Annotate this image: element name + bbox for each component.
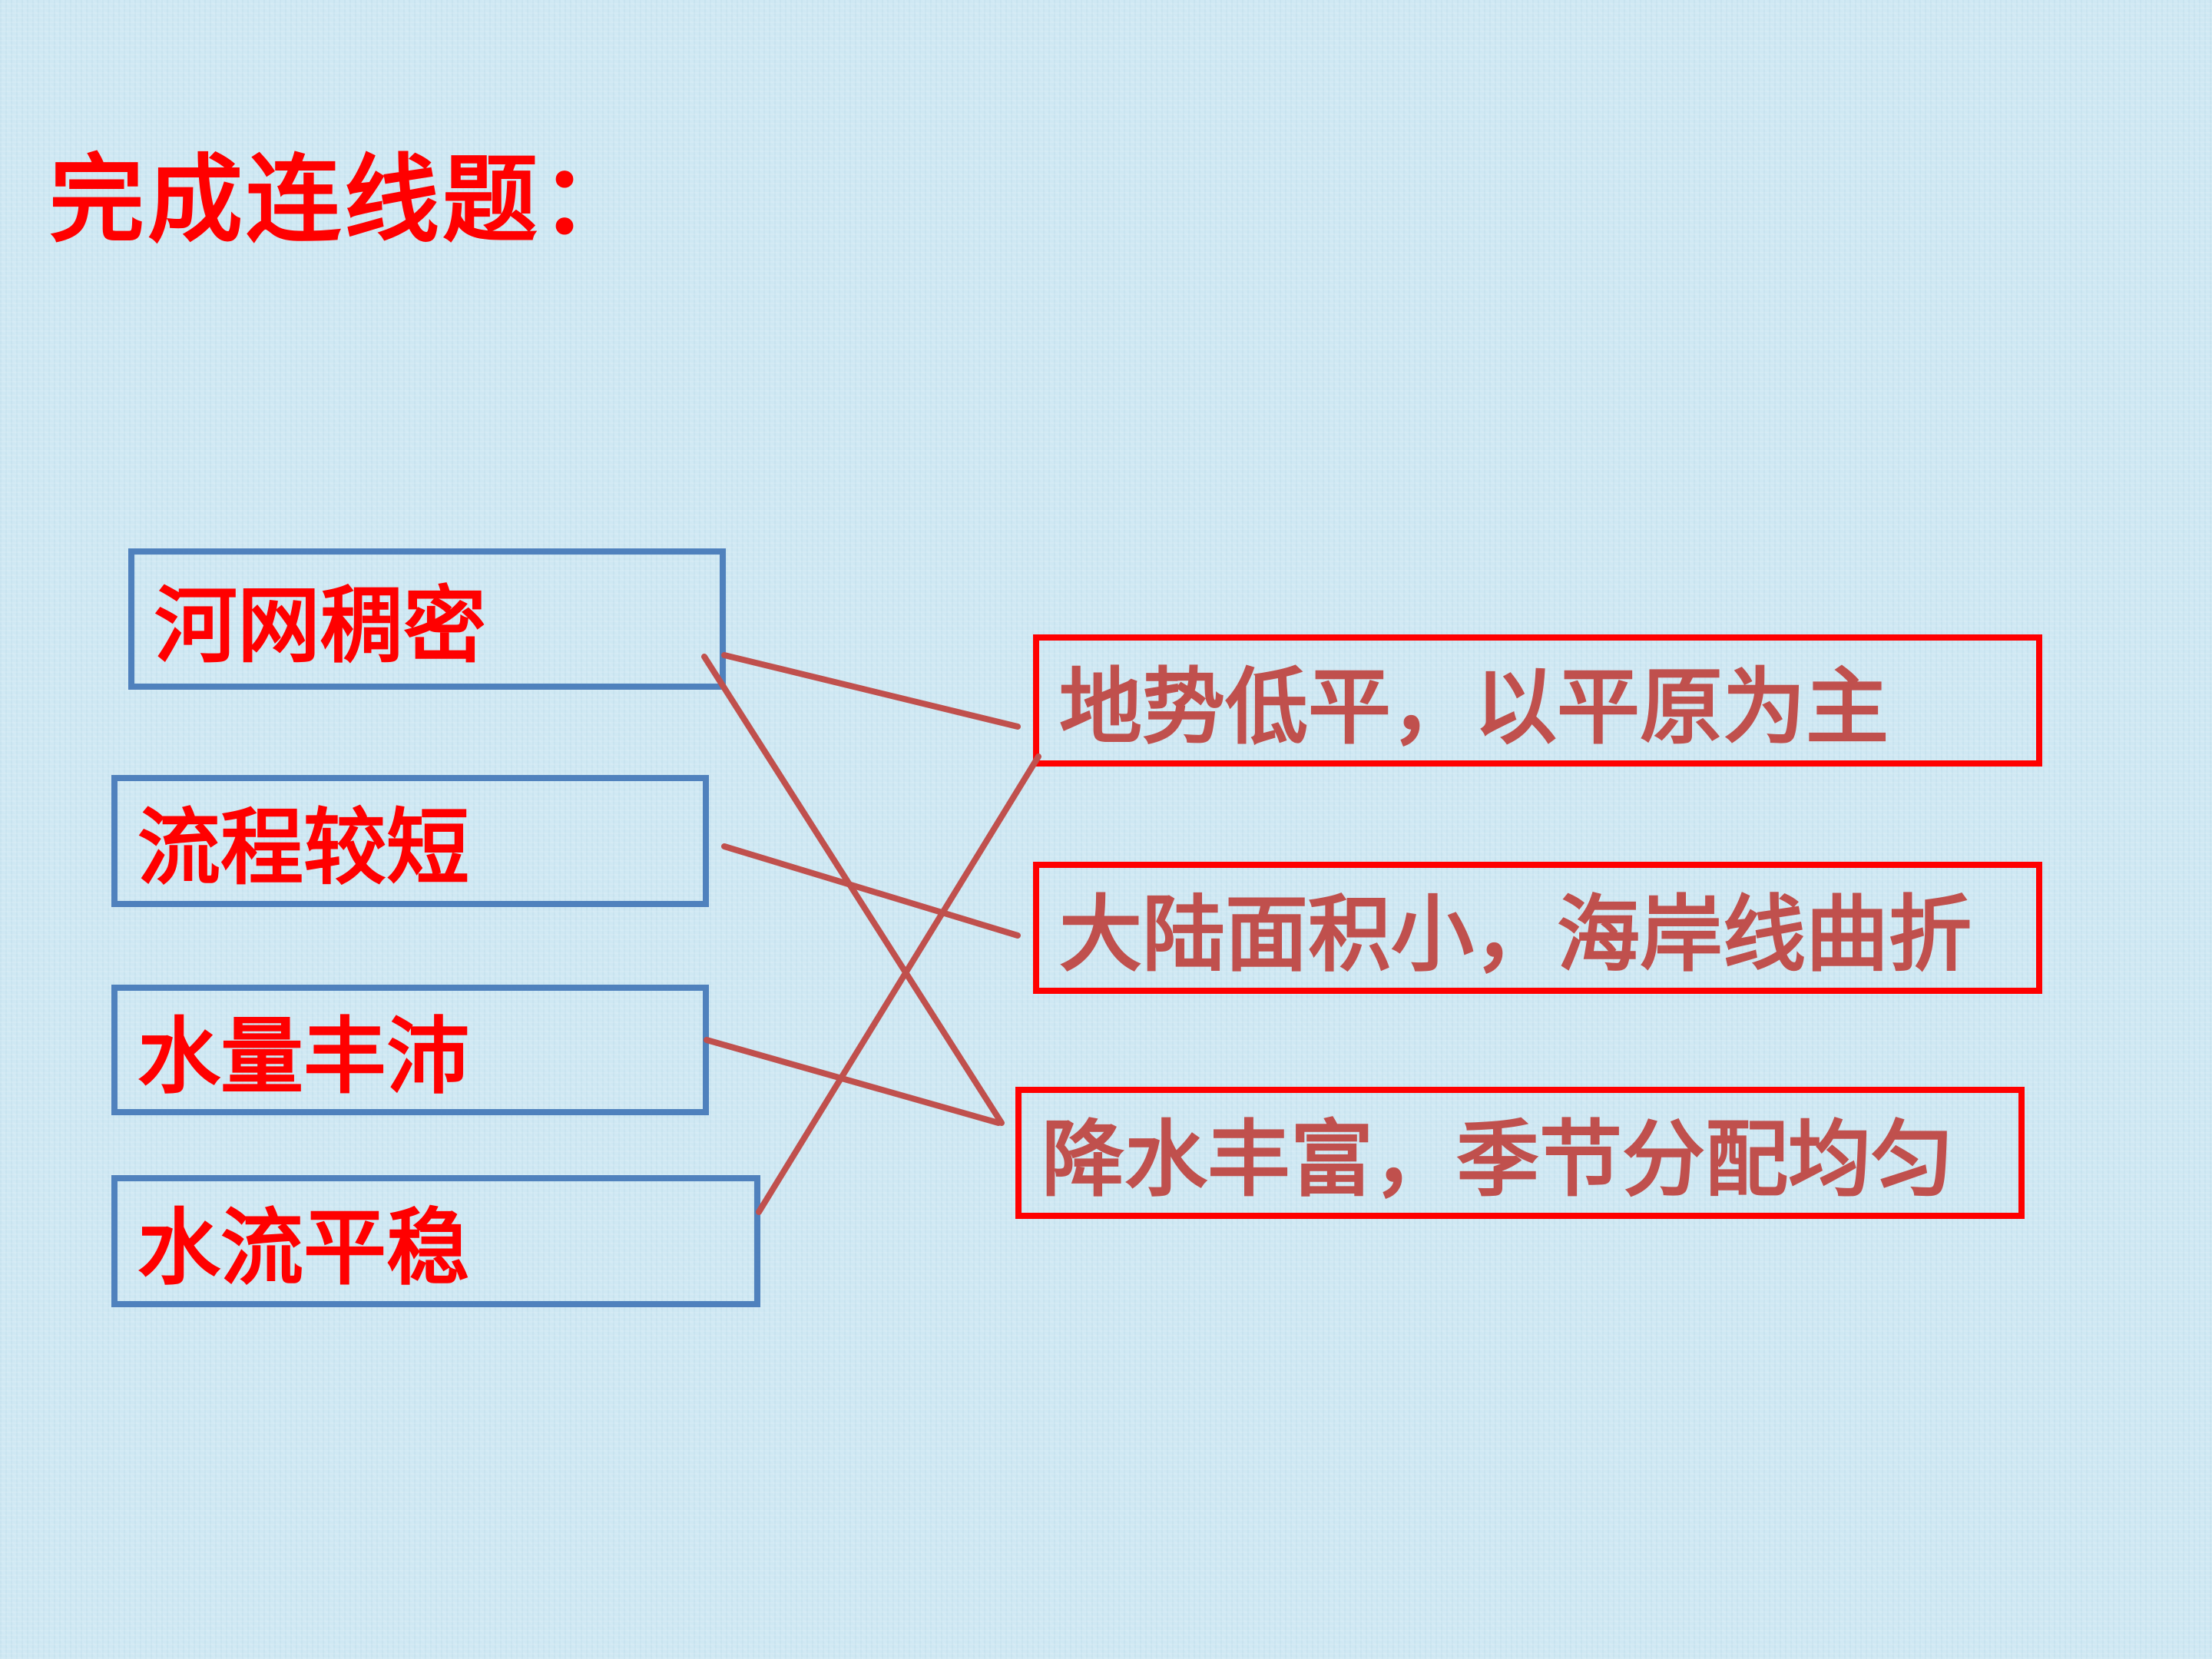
left-item-label: 水流平稳 <box>137 1200 470 1296</box>
right-item-1[interactable]: 地势低平，以平原为主 <box>1033 634 2042 767</box>
right-item-label: 地势低平，以平原为主 <box>1059 660 1889 756</box>
left-item-label: 水量丰沛 <box>137 1009 470 1105</box>
left-item-label: 流程较短 <box>137 800 470 896</box>
connector-line-3-to-3 <box>704 1037 1002 1126</box>
connector-line-1-to-1 <box>721 652 1021 730</box>
page-title: 完成连线题： <box>49 145 640 256</box>
right-item-label: 大陆面积小，海岸线曲折 <box>1059 887 1972 983</box>
right-item-3[interactable]: 降水丰富，季节分配均匀 <box>1015 1087 2025 1219</box>
right-item-2[interactable]: 大陆面积小，海岸线曲折 <box>1033 862 2042 994</box>
left-item-4[interactable]: 水流平稳 <box>111 1175 760 1307</box>
connector-line-1-to-3 <box>701 654 1005 1126</box>
left-item-1[interactable]: 河网稠密 <box>128 548 726 690</box>
connector-line-2-to-2 <box>721 843 1021 939</box>
right-item-label: 降水丰富，季节分配均匀 <box>1041 1112 1955 1208</box>
left-item-2[interactable]: 流程较短 <box>111 775 709 907</box>
left-item-label: 河网稠密 <box>154 578 487 674</box>
connector-line-4-to-1 <box>756 753 1041 1215</box>
left-item-3[interactable]: 水量丰沛 <box>111 985 709 1115</box>
